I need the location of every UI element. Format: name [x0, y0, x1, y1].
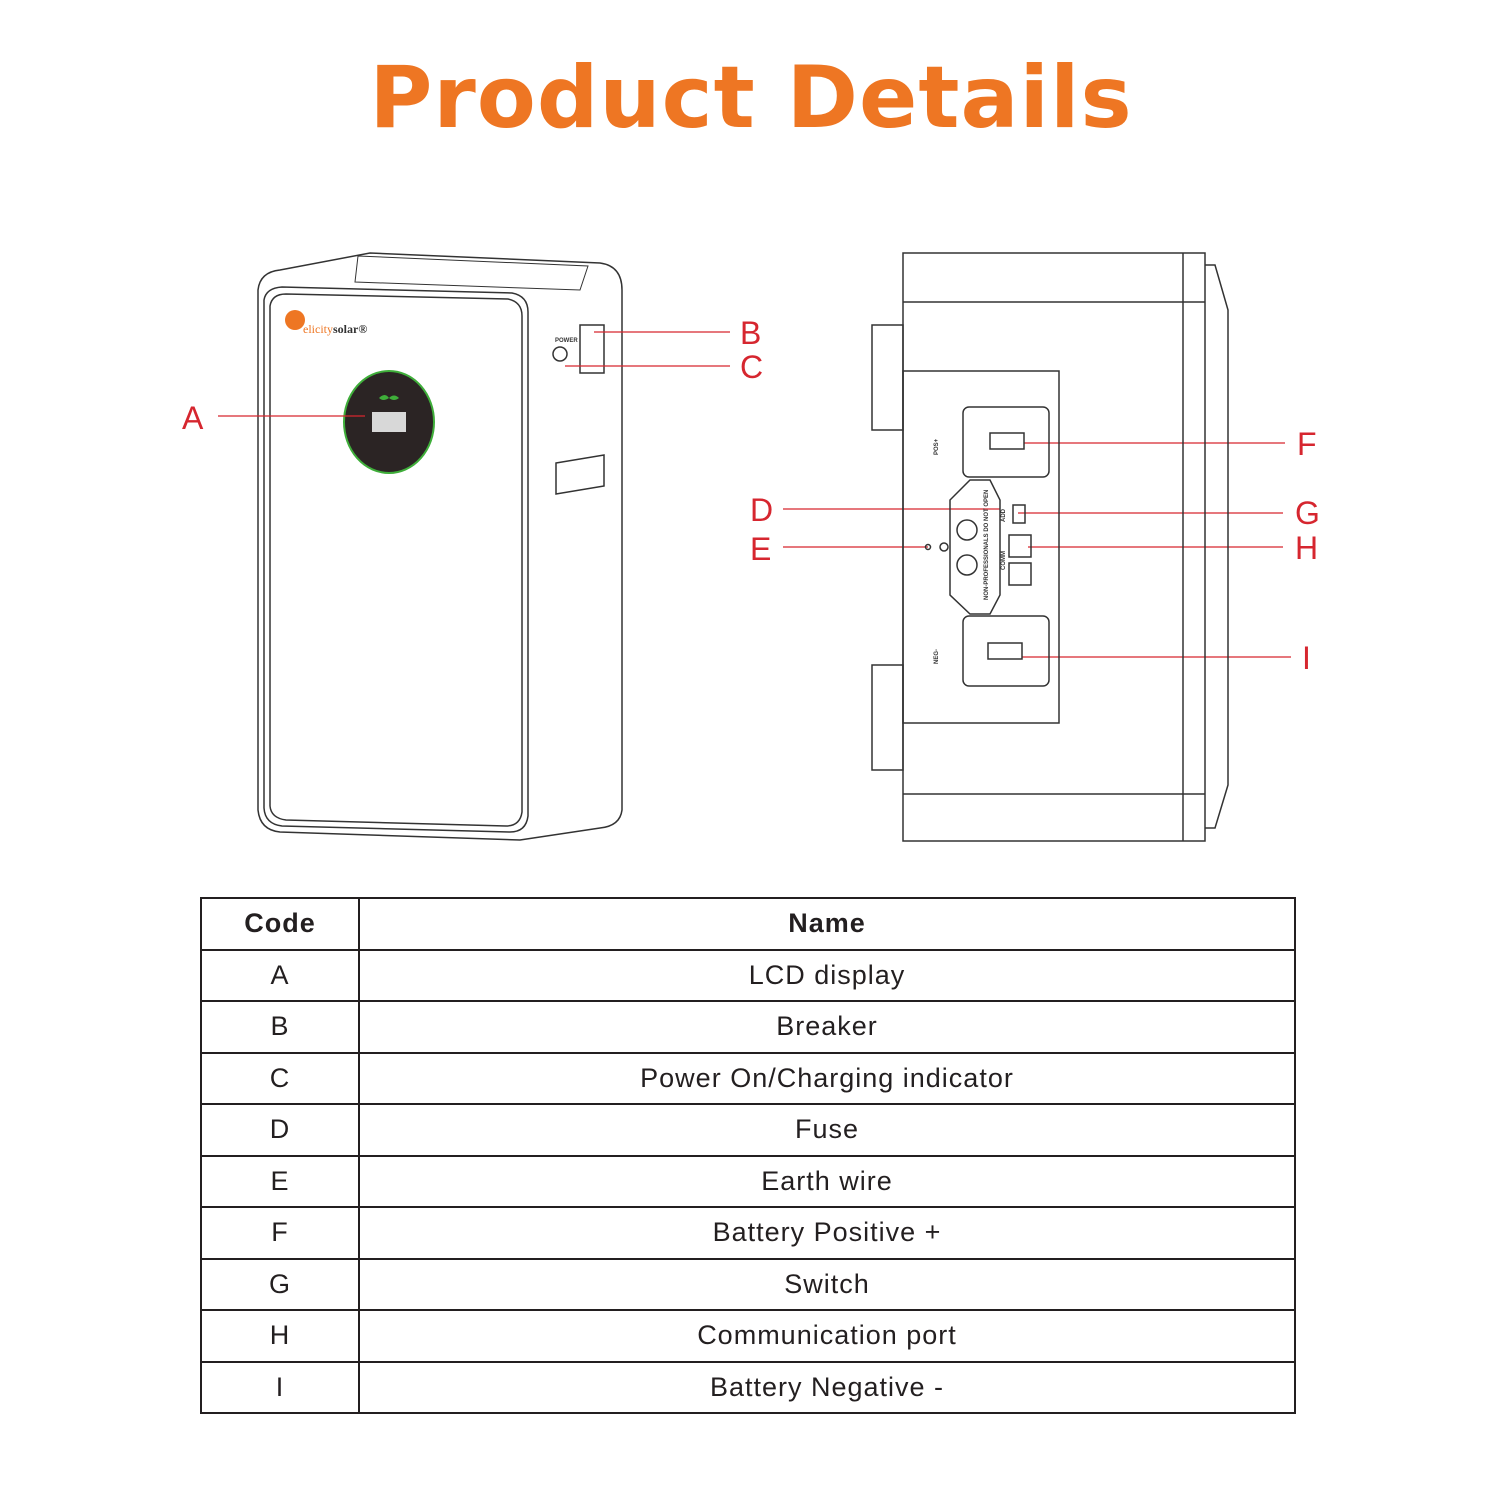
positive-terminal: [962, 406, 1050, 478]
comm-port-2: [1008, 562, 1032, 586]
table-header-row: Code Name: [200, 897, 1296, 951]
comm-port-1: [1008, 534, 1032, 558]
header-name: Name: [358, 897, 1296, 951]
cell-name: Switch: [358, 1257, 1296, 1311]
brand-logo: elicitysolar®: [303, 322, 367, 336]
neg-label: NEG-: [934, 649, 940, 664]
negative-terminal: [962, 615, 1050, 687]
lcd-screen: [372, 412, 406, 432]
addr-label: ADD: [1001, 508, 1007, 522]
cell-name: Earth wire: [358, 1154, 1296, 1208]
pos-label: POS+: [934, 438, 940, 455]
callout-I: I: [1302, 640, 1311, 676]
cell-name: Fuse: [358, 1103, 1296, 1157]
cell-code: E: [200, 1154, 360, 1208]
header-code: Code: [200, 897, 360, 951]
cell-name: Battery Negative -: [358, 1360, 1296, 1414]
callout-D: D: [750, 492, 773, 528]
cell-code: A: [200, 948, 360, 1002]
fuse-cover: [949, 479, 1001, 615]
cell-code: I: [200, 1360, 360, 1414]
cell-name: LCD display: [358, 948, 1296, 1002]
power-label: POWER: [555, 338, 578, 344]
callout-C: C: [740, 349, 763, 385]
cell-code: C: [200, 1051, 360, 1105]
page-title: Product Details: [369, 48, 1133, 148]
switch: [1012, 504, 1026, 524]
cell-code: F: [200, 1206, 360, 1260]
warning-label: NON-PROFESSIONALS DO NOT OPEN: [984, 490, 990, 600]
cell-name: Breaker: [358, 1000, 1296, 1054]
cell-code: H: [200, 1309, 360, 1363]
callout-E: E: [750, 531, 771, 567]
cell-name: Battery Positive +: [358, 1206, 1296, 1260]
callout-F: F: [1297, 426, 1317, 462]
callout-G: G: [1295, 495, 1320, 531]
battery-front-view: elicitysolar® POWER: [257, 252, 623, 841]
callout-B: B: [740, 315, 761, 351]
cell-name: Power On/Charging indicator: [358, 1051, 1296, 1105]
cell-name: Communication port: [358, 1309, 1296, 1363]
battery-side-view: POS+ NEG- NON-PROFESSIONALS DO NOT OPEN …: [871, 252, 1229, 842]
cell-code: D: [200, 1103, 360, 1157]
leaf-icon: [379, 395, 399, 400]
cell-code: G: [200, 1257, 360, 1311]
cell-code: B: [200, 1000, 360, 1054]
callout-H: H: [1295, 530, 1318, 566]
comm-label: COMM: [1001, 551, 1007, 570]
callout-A: A: [182, 400, 204, 436]
logo-icon: [285, 310, 305, 330]
